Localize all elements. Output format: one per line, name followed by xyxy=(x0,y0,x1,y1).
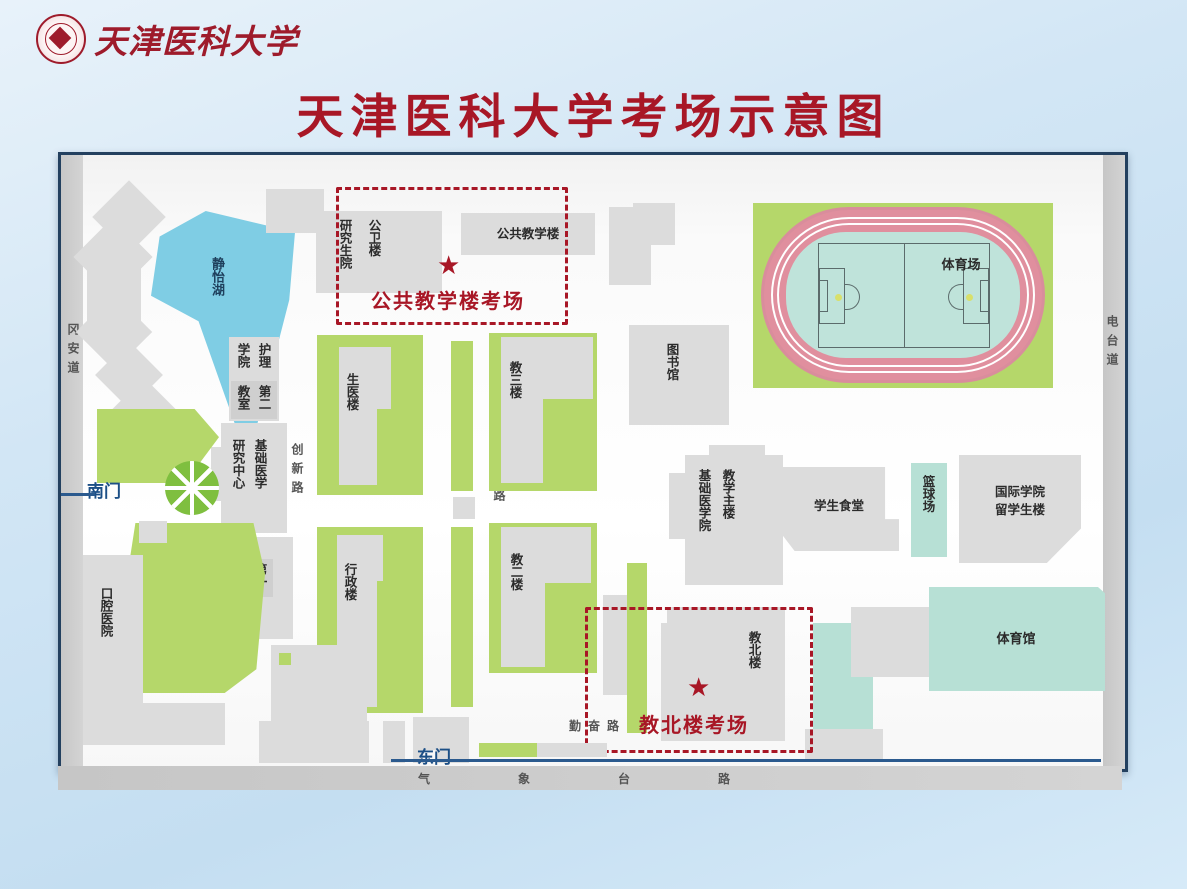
sw-lower-building-c xyxy=(383,721,405,763)
university-logo-block: 天津医科大学 xyxy=(36,14,298,64)
penalty-arc-left xyxy=(845,284,860,310)
classroom-two-highlight xyxy=(231,381,277,419)
university-seal-icon xyxy=(36,14,86,64)
bmcm-wing-left xyxy=(669,473,689,539)
qinfen-grey-strip xyxy=(603,595,627,695)
south-outer-road xyxy=(58,766,1122,790)
administration-building-wing xyxy=(357,535,383,581)
public-teaching-building xyxy=(461,213,595,255)
sw-lawn-lower xyxy=(121,523,265,693)
bmcm-wing-top xyxy=(709,445,765,463)
tuanjie-green-south xyxy=(451,527,473,707)
teaching-building-two-wing xyxy=(501,527,591,583)
teaching-building-three-wing xyxy=(501,337,593,399)
biomedical-building-wing xyxy=(361,347,391,409)
student-canteen-building xyxy=(783,467,899,551)
north-teaching-exam-star: ★ xyxy=(687,673,711,703)
penalty-spot-left xyxy=(835,294,842,301)
public-teaching-exam-zone xyxy=(336,187,568,325)
north-teaching-building-top xyxy=(667,607,785,627)
north-teaching-building-main xyxy=(687,607,785,741)
football-field xyxy=(818,243,990,348)
public-teaching-exam-star: ★ xyxy=(437,251,461,281)
campus-map-canvas: 冈安道 电台道 静怡湖 研究生院 公卫楼 公共教学楼 ★ 公共教学楼考场 学院 … xyxy=(61,155,1125,769)
goal-area-left xyxy=(819,280,828,312)
bmrc-building xyxy=(221,423,287,533)
south-gate-line xyxy=(61,493,95,496)
chuangxin-road-label: 创新路 xyxy=(290,443,304,500)
north-teaching-building-wing-a xyxy=(661,623,695,741)
sw-lower-building-d xyxy=(413,717,469,763)
qinfen-green-strip xyxy=(627,563,647,733)
west-road-label: 冈安道 xyxy=(66,323,80,380)
east-gate-green-marker xyxy=(479,743,537,757)
sw-small-lawn xyxy=(279,653,291,665)
north-teaching-exam-label: 教北楼考场 xyxy=(639,713,749,737)
sw-lower-building-a xyxy=(83,703,225,745)
north-teaching-exam-zone xyxy=(585,607,813,753)
penalty-arc-right xyxy=(948,284,963,310)
nw-building-f xyxy=(87,267,141,327)
north-teaching-east-grey xyxy=(805,729,883,759)
south-gate-label: 南门 xyxy=(87,482,121,502)
east-outer-road xyxy=(1103,155,1125,769)
south-boundary-line xyxy=(439,759,1101,762)
roundabout-spokes xyxy=(165,461,219,515)
library-top-notch xyxy=(633,203,675,245)
south-road-label: 气象台路 xyxy=(418,772,819,786)
university-name: 天津医科大学 xyxy=(94,22,298,61)
running-track xyxy=(761,207,1045,383)
page-title: 天津医科大学考场示意图 xyxy=(296,90,891,145)
international-college-building xyxy=(959,455,1081,563)
stadium-infield xyxy=(786,232,1020,358)
track-lane-1 xyxy=(771,217,1035,373)
public-teaching-exam-label: 公共教学楼考场 xyxy=(371,289,525,313)
east-gate-line xyxy=(391,759,439,762)
goal-area-right xyxy=(980,280,989,312)
basketball-court xyxy=(911,463,947,557)
library-building xyxy=(629,325,729,425)
east-gate-label: 东门 xyxy=(417,748,451,768)
east-gate-grey-marker xyxy=(537,743,607,757)
halfway-line xyxy=(904,244,905,347)
qinfen-road-label: 勤奋路 xyxy=(569,719,627,733)
gymnasium-building xyxy=(929,587,1105,691)
tuanjie-green-north xyxy=(451,341,473,491)
stomatology-hospital-building xyxy=(83,555,143,707)
track-lane-2 xyxy=(777,223,1029,367)
gym-side-building xyxy=(851,607,939,677)
bmcm-building xyxy=(685,455,783,585)
nw-building-g xyxy=(266,189,324,233)
tuanjie-small-building xyxy=(453,497,475,519)
sw-notch-building xyxy=(139,521,167,543)
east-road-label: 电台道 xyxy=(1105,315,1119,372)
campus-map-frame: 冈安道 电台道 静怡湖 研究生院 公卫楼 公共教学楼 ★ 公共教学楼考场 学院 … xyxy=(58,152,1128,772)
penalty-spot-right xyxy=(966,294,973,301)
west-outer-road xyxy=(61,155,83,769)
